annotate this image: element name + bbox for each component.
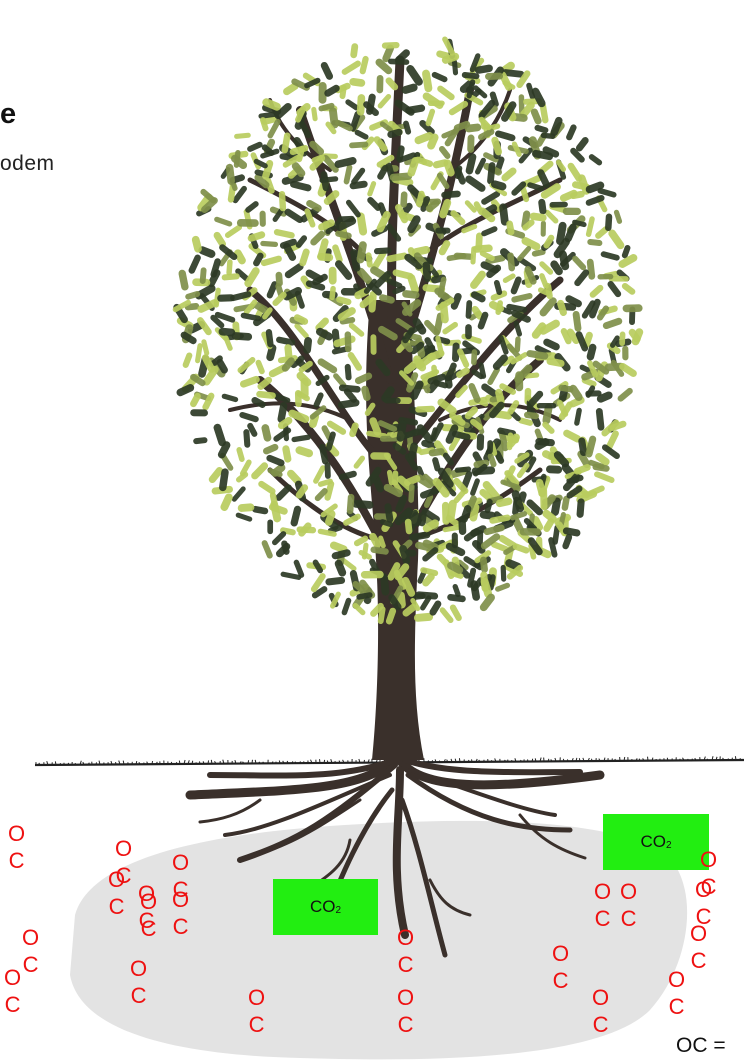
oc-o: O <box>115 835 132 862</box>
oc-c: C <box>552 967 569 994</box>
oc-marker: OC <box>397 984 414 1038</box>
co2-label: CO2 <box>603 814 709 870</box>
oc-c: C <box>695 903 712 930</box>
oc-marker: OC <box>8 820 25 874</box>
diagram-subtitle: odem <box>0 152 55 176</box>
oc-marker: OC <box>4 964 21 1018</box>
oc-o: O <box>172 849 189 876</box>
oc-c: C <box>108 893 125 920</box>
oc-c: C <box>668 993 685 1020</box>
oc-o: O <box>130 955 147 982</box>
oc-marker: OC <box>397 924 414 978</box>
oc-marker: OC <box>130 955 147 1009</box>
oc-c: C <box>140 915 157 942</box>
oc-marker: OC <box>172 886 189 940</box>
oc-c: C <box>690 947 707 974</box>
oc-o: O <box>8 820 25 847</box>
oc-c: C <box>22 951 39 978</box>
oc-marker: OC <box>22 924 39 978</box>
oc-marker: OC <box>668 966 685 1020</box>
oc-o: O <box>397 924 414 951</box>
oc-c: C <box>620 905 637 932</box>
oc-marker: OC <box>248 984 265 1038</box>
oc-marker: OC <box>620 878 637 932</box>
oc-o: O <box>552 940 569 967</box>
oc-c: C <box>172 913 189 940</box>
oc-marker: OC <box>695 876 712 930</box>
oc-c: C <box>8 847 25 874</box>
oc-o: O <box>172 886 189 913</box>
oc-o: O <box>620 878 637 905</box>
oc-c: C <box>248 1011 265 1038</box>
oc-marker: OC <box>594 878 611 932</box>
oc-o: O <box>594 878 611 905</box>
oc-o: O <box>592 984 609 1011</box>
oc-c: C <box>4 991 21 1018</box>
oc-o: O <box>397 984 414 1011</box>
oc-c: C <box>592 1011 609 1038</box>
oc-c: C <box>130 982 147 1009</box>
oc-o: O <box>695 876 712 903</box>
oc-o: O <box>4 964 21 991</box>
co2-label: CO2 <box>273 879 378 935</box>
oc-marker: OC <box>592 984 609 1038</box>
oc-c: C <box>397 951 414 978</box>
oc-c: C <box>397 1011 414 1038</box>
legend-text: OC = <box>676 1034 726 1058</box>
diagram-title: e <box>0 98 16 131</box>
oc-marker: OC <box>140 888 157 942</box>
oc-c: C <box>594 905 611 932</box>
oc-o: O <box>248 984 265 1011</box>
oc-o: O <box>108 866 125 893</box>
oc-o: O <box>668 966 685 993</box>
oc-o: O <box>700 846 717 873</box>
oc-marker: OC <box>552 940 569 994</box>
oc-marker: OC <box>108 866 125 920</box>
oc-o: O <box>22 924 39 951</box>
oc-o: O <box>140 888 157 915</box>
